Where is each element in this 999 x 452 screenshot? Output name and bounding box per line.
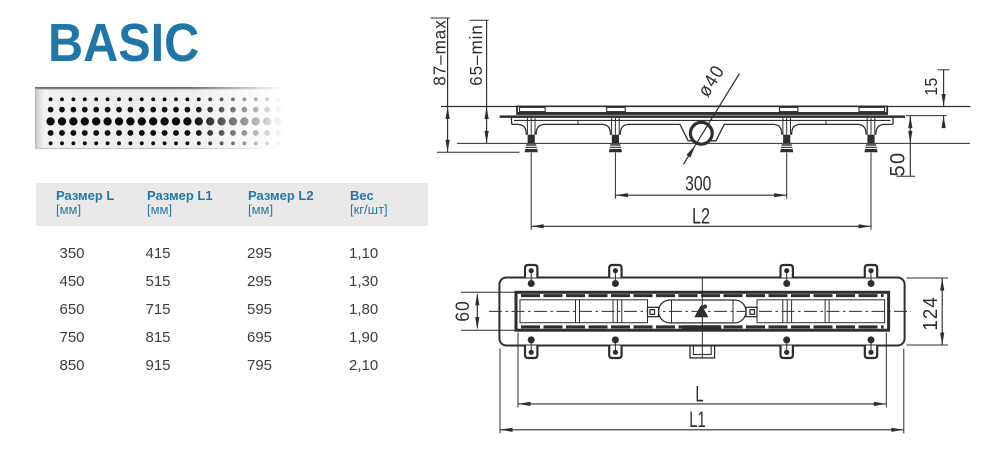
- svg-text:300: 300: [685, 171, 711, 195]
- svg-text:60: 60: [451, 300, 473, 322]
- svg-text:87–max: 87–max: [429, 19, 450, 86]
- svg-text:124: 124: [920, 296, 943, 331]
- svg-text:L1: L1: [689, 408, 706, 433]
- svg-text:50: 50: [886, 151, 910, 176]
- svg-text:65–min: 65–min: [466, 24, 487, 86]
- svg-text:L: L: [695, 383, 703, 408]
- svg-text:L2: L2: [692, 204, 710, 229]
- svg-text:ø40: ø40: [693, 61, 728, 101]
- svg-text:15: 15: [921, 77, 941, 95]
